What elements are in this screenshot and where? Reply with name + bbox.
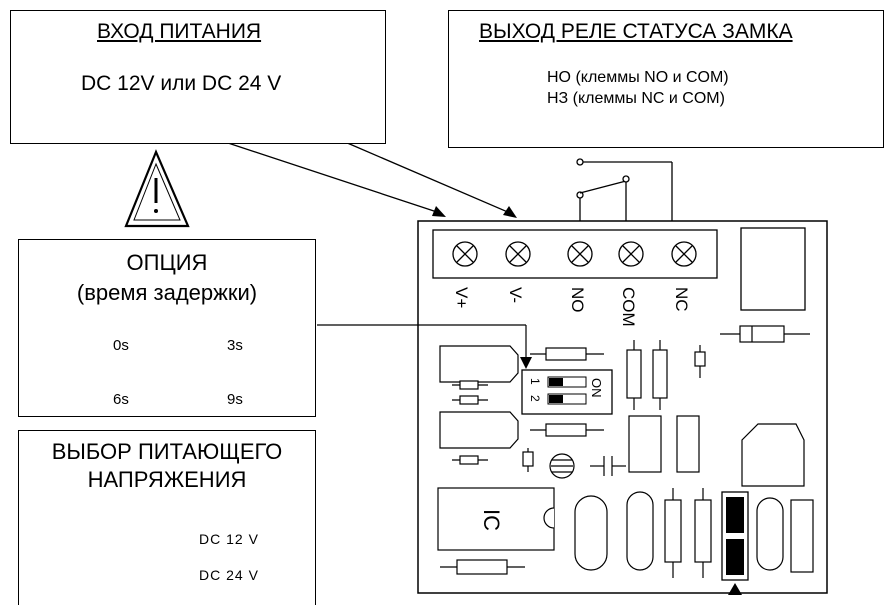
voltage-title-line1: ВЫБОР ПИТАЮЩЕГО: [51, 439, 283, 464]
terminal-label: NO: [568, 287, 587, 313]
ic-label: IC: [479, 509, 504, 531]
arrowhead-dip: [520, 357, 532, 369]
power-input-box: ВХОД ПИТАНИЯ DC 12V или DC 24 V: [10, 10, 386, 144]
relay-output-line1: НО (клеммы NO и COM): [547, 69, 729, 86]
terminal-label: NC: [672, 287, 691, 312]
svg-text:ON: ON: [589, 378, 604, 398]
terminal-screws: [452, 241, 697, 267]
option-title: ОПЦИЯ: [126, 250, 208, 275]
option-wire: [317, 324, 527, 358]
svg-text:1: 1: [528, 378, 542, 385]
power-input-title: ВХОД ПИТАНИЯ: [97, 20, 262, 43]
voltage-opt-12v: DC 12 V: [199, 531, 259, 547]
relay-output-box: ВЫХОД РЕЛЕ СТАТУСА ЗАМКА НО (клеммы NO и…: [448, 10, 884, 148]
voltage-title-line2: НАПРЯЖЕНИЯ: [87, 467, 247, 492]
option-box: ОПЦИЯ (время задержки) 0s 3s 6s 9s: [18, 239, 316, 417]
delay-label-6s: 6s: [113, 391, 129, 408]
delay-label-0s: 0s: [113, 337, 129, 354]
relay-switch-icon: [576, 158, 673, 230]
voltage-select-box: ВЫБОР ПИТАЮЩЕГО НАПРЯЖЕНИЯ DC 12 V DC 24…: [18, 430, 316, 605]
relay-output-line2: НЗ (клеммы NC и COM): [547, 90, 725, 107]
arrowhead-vminus: [503, 206, 517, 218]
voltage-opt-24v: DC 24 V: [199, 567, 259, 583]
power-wires: [224, 141, 511, 214]
warning-icon: [124, 149, 190, 228]
delay-label-9s: 9s: [227, 391, 243, 408]
jumper-component: [721, 491, 749, 581]
arrowhead-jumper: [728, 583, 742, 595]
option-subtitle: (время задержки): [76, 280, 258, 305]
arrowhead-vplus: [432, 206, 446, 217]
terminal-block: [432, 229, 718, 279]
power-input-value: DC 12V или DC 24 V: [81, 72, 282, 95]
terminal-label: V+: [452, 287, 471, 308]
delay-label-3s: 3s: [227, 337, 243, 354]
terminal-label: V-: [506, 287, 525, 303]
svg-text:2: 2: [528, 395, 542, 402]
dip-switch-component: 1 2 ON: [521, 369, 613, 415]
terminal-label: COM: [619, 287, 638, 327]
pcb-components: [437, 340, 814, 578]
relay-output-title: ВЫХОД РЕЛЕ СТАТУСА ЗАМКА: [479, 20, 793, 43]
resistor-component: [720, 325, 810, 343]
relay-component: [740, 227, 806, 311]
